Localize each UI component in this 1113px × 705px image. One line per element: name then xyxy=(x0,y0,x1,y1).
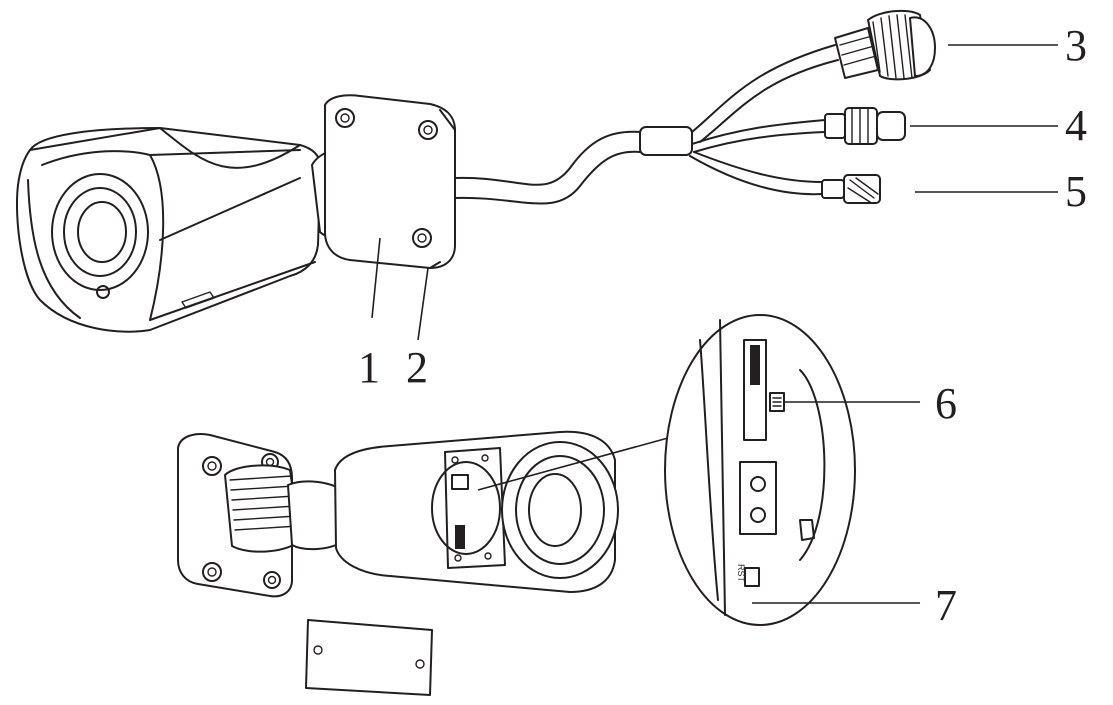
camera-front-view xyxy=(15,127,322,333)
camera-rear-view xyxy=(177,430,619,598)
reset-label: RST xyxy=(736,564,746,583)
callout-6: 6 xyxy=(935,379,957,428)
pigtail-cable xyxy=(454,44,839,205)
audio-connector xyxy=(824,107,906,145)
power-connector xyxy=(821,174,881,204)
callout-4: 4 xyxy=(1065,101,1087,150)
cable-splitter xyxy=(639,126,693,156)
callout-2: 2 xyxy=(406,343,428,392)
detail-magnifier: RST xyxy=(664,314,856,626)
sd-card-slot xyxy=(743,339,767,441)
service-compartment xyxy=(444,447,506,569)
callout-5: 5 xyxy=(1065,167,1087,216)
reset-button xyxy=(744,567,760,587)
callout-1: 1 xyxy=(358,343,380,392)
callout-7: 7 xyxy=(935,581,957,630)
network-connector xyxy=(834,9,936,81)
mounting-base xyxy=(324,94,456,269)
compartment-cover xyxy=(305,619,433,696)
callout-3: 3 xyxy=(1065,21,1087,70)
lens-outer xyxy=(51,173,149,291)
